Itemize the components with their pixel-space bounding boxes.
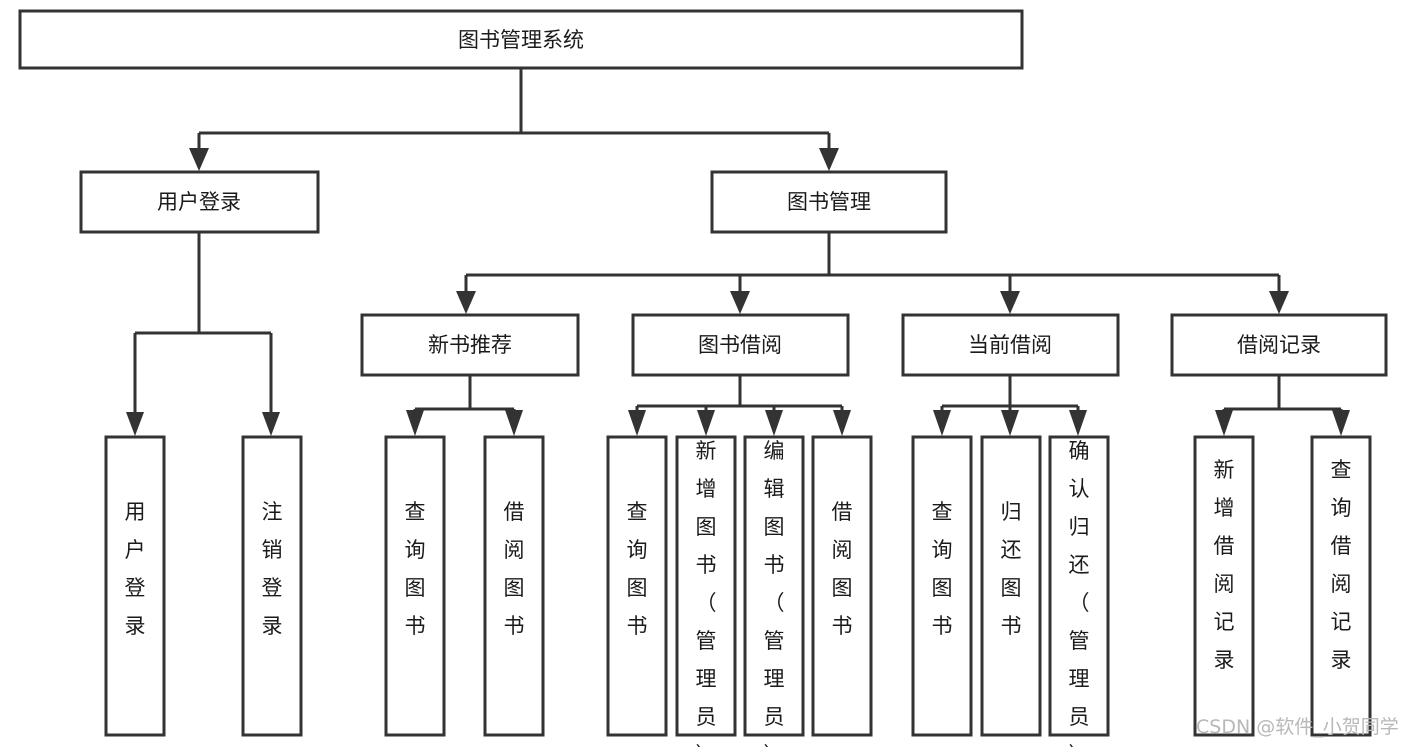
arrow-head-leaf-query-book-2 bbox=[628, 410, 646, 436]
node-leaf-edit-book[interactable]: 编辑图书（管理员） bbox=[743, 435, 805, 747]
node-leaf-edit-book-label: 编辑图书（管理员） bbox=[764, 439, 785, 747]
node-current-borrow-label: 当前借阅 bbox=[968, 333, 1052, 357]
node-leaf-add-book[interactable]: 新增图书（管理员） bbox=[675, 435, 737, 747]
arrow-head-leaf-edit-book bbox=[765, 410, 783, 436]
node-borrow-record-label: 借阅记录 bbox=[1237, 333, 1321, 357]
node-root-label: 图书管理系统 bbox=[458, 28, 584, 52]
node-leaf-user-login-box[interactable] bbox=[104, 435, 166, 737]
node-leaf-user-login-label: 用户登录 bbox=[125, 500, 146, 638]
node-leaf-add-book-label: 新增图书（管理员） bbox=[696, 439, 717, 747]
arrow-head-borrow-record bbox=[1269, 291, 1289, 314]
node-new-book-recommend[interactable]: 新书推荐 bbox=[360, 313, 580, 377]
node-leaf-user-login[interactable]: 用户登录 bbox=[104, 435, 166, 737]
node-leaf-query-book-3[interactable]: 查询图书 bbox=[911, 435, 973, 737]
arrow-head-leaf-borrow-book-2 bbox=[833, 410, 851, 436]
node-leaf-query-book-2-box[interactable] bbox=[606, 435, 668, 737]
node-root[interactable]: 图书管理系统 bbox=[18, 9, 1024, 70]
node-leaf-add-borrow-record-box[interactable] bbox=[1193, 435, 1255, 737]
node-book-borrow-label: 图书借阅 bbox=[698, 333, 782, 357]
node-leaf-add-book-box[interactable] bbox=[675, 435, 737, 737]
node-leaf-add-borrow-record[interactable]: 新增借阅记录 bbox=[1193, 435, 1255, 737]
arrow-head-book-management bbox=[819, 148, 839, 171]
connector-layer bbox=[126, 68, 1350, 436]
node-leaf-confirm-return-label: 确认归还（管理员） bbox=[1069, 439, 1090, 747]
arrow-head-leaf-return-book bbox=[1001, 410, 1019, 436]
node-leaf-add-borrow-record-label: 新增借阅记录 bbox=[1214, 458, 1235, 672]
node-book-borrow-box[interactable] bbox=[631, 313, 850, 377]
node-leaf-logout-login-box[interactable] bbox=[241, 435, 303, 737]
arrow-head-leaf-add-borrow-record bbox=[1215, 410, 1233, 436]
arrow-head-leaf-logout-login bbox=[262, 412, 280, 436]
node-leaf-borrow-book-2-box[interactable] bbox=[811, 435, 873, 737]
node-leaf-return-book[interactable]: 归还图书 bbox=[980, 435, 1042, 737]
csdn-watermark: CSDN @软件_小贺同学 bbox=[1196, 716, 1399, 738]
arrow-head-leaf-user-login bbox=[126, 412, 144, 436]
node-book-management-box[interactable] bbox=[710, 170, 948, 234]
node-leaf-edit-book-box[interactable] bbox=[743, 435, 805, 737]
node-user-login-box[interactable] bbox=[79, 170, 320, 234]
node-user-login-label: 用户登录 bbox=[157, 190, 241, 214]
node-leaf-borrow-book-2-label: 借阅图书 bbox=[832, 500, 853, 638]
node-new-book-recommend-label: 新书推荐 bbox=[428, 333, 512, 357]
arrow-head-leaf-query-book-3 bbox=[933, 410, 951, 436]
node-leaf-borrow-book-1-label: 借阅图书 bbox=[504, 500, 525, 638]
node-book-management[interactable]: 图书管理 bbox=[710, 170, 948, 234]
node-book-borrow[interactable]: 图书借阅 bbox=[631, 313, 850, 377]
node-leaf-return-book-label: 归还图书 bbox=[1001, 500, 1022, 638]
node-leaf-query-book-2-label: 查询图书 bbox=[627, 500, 648, 638]
arrow-head-leaf-query-borrow-record bbox=[1332, 410, 1350, 436]
node-new-book-recommend-box[interactable] bbox=[360, 313, 580, 377]
node-leaf-logout-login[interactable]: 注销登录 bbox=[241, 435, 303, 737]
node-leaf-logout-login-label: 注销登录 bbox=[262, 500, 283, 638]
node-leaf-confirm-return[interactable]: 确认归还（管理员） bbox=[1048, 435, 1110, 747]
node-leaf-borrow-book-1-box[interactable] bbox=[483, 435, 545, 737]
node-leaf-query-book-3-label: 查询图书 bbox=[932, 500, 953, 638]
arrow-head-current-borrow bbox=[1000, 291, 1020, 314]
arrow-head-book-borrow bbox=[730, 291, 750, 314]
node-leaf-confirm-return-box[interactable] bbox=[1048, 435, 1110, 737]
node-leaf-query-borrow-record-box[interactable] bbox=[1310, 435, 1372, 737]
arrow-head-user-login bbox=[189, 148, 209, 171]
arrow-head-leaf-borrow-book-1 bbox=[505, 410, 523, 436]
node-user-login[interactable]: 用户登录 bbox=[79, 170, 320, 234]
node-borrow-record[interactable]: 借阅记录 bbox=[1170, 313, 1388, 377]
node-leaf-query-book-1-box[interactable] bbox=[384, 435, 446, 737]
node-leaf-query-borrow-record-label: 查询借阅记录 bbox=[1331, 458, 1352, 672]
node-book-management-label: 图书管理 bbox=[787, 190, 871, 214]
node-leaf-query-book-2[interactable]: 查询图书 bbox=[606, 435, 668, 737]
arrow-head-new-book-recommend bbox=[456, 291, 476, 314]
node-borrow-record-box[interactable] bbox=[1170, 313, 1388, 377]
node-leaf-borrow-book-1[interactable]: 借阅图书 bbox=[483, 435, 545, 737]
node-leaf-return-book-box[interactable] bbox=[980, 435, 1042, 737]
node-leaf-query-book-1-label: 查询图书 bbox=[405, 500, 426, 638]
node-current-borrow[interactable]: 当前借阅 bbox=[901, 313, 1120, 377]
node-leaf-query-borrow-record[interactable]: 查询借阅记录 bbox=[1310, 435, 1372, 737]
node-current-borrow-box[interactable] bbox=[901, 313, 1120, 377]
arrow-head-leaf-confirm-return bbox=[1069, 410, 1087, 436]
arrow-head-leaf-add-book bbox=[697, 410, 715, 436]
node-leaf-query-book-3-box[interactable] bbox=[911, 435, 973, 737]
node-leaf-query-book-1[interactable]: 查询图书 bbox=[384, 435, 446, 737]
node-leaf-borrow-book-2[interactable]: 借阅图书 bbox=[811, 435, 873, 737]
node-root-box[interactable] bbox=[18, 9, 1024, 70]
arrow-head-leaf-query-book-1 bbox=[406, 410, 424, 436]
